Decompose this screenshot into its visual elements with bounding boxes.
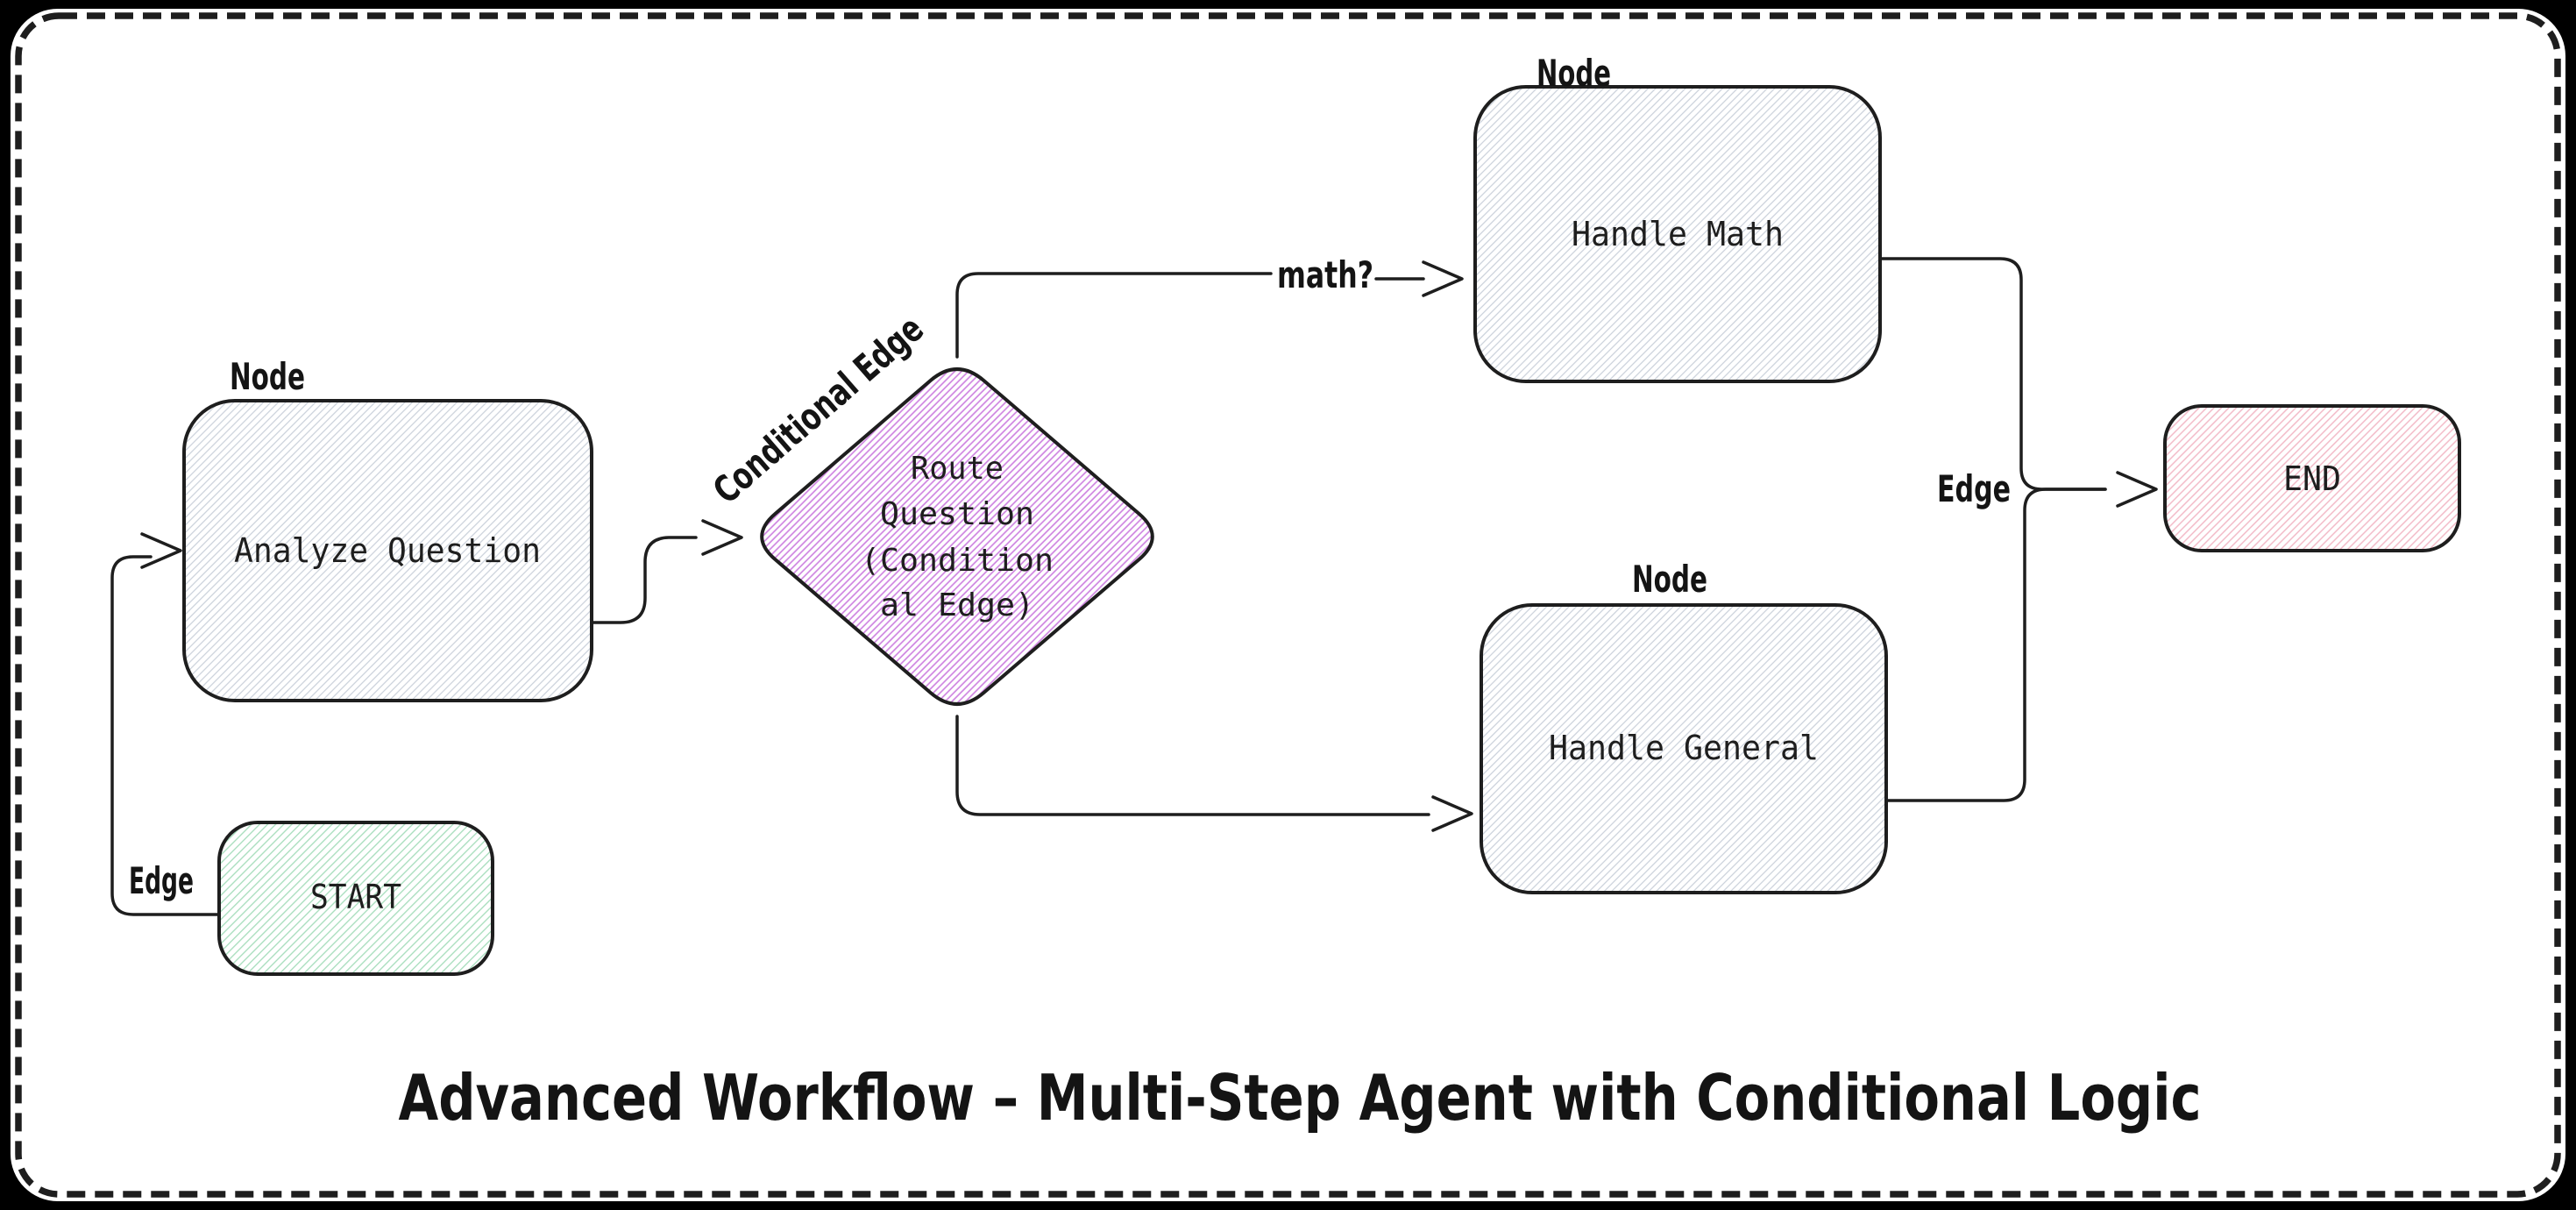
node-annotation-handle-math: Node <box>1536 52 1611 95</box>
route-label-line1: Route <box>911 451 1004 487</box>
handle-general-label: Handle General <box>1549 729 1819 767</box>
edge-handle-math-to-end <box>1878 257 2107 491</box>
edge-label-end: Edge <box>1937 467 2011 510</box>
arrowhead-into-handle-general <box>1431 795 1473 832</box>
dashed-border <box>15 12 2561 1198</box>
route-question-diamond <box>760 367 1154 706</box>
route-label-line4: al Edge) <box>880 587 1034 623</box>
arrowhead-into-end <box>2116 471 2158 508</box>
math-condition-label: math? <box>1277 253 1373 296</box>
end-node-label: END <box>2283 459 2341 498</box>
start-node <box>217 821 494 976</box>
handle-math-label: Handle Math <box>1572 215 1784 253</box>
edge-start-to-analyze <box>110 555 223 916</box>
analyze-question-node <box>182 399 593 702</box>
diagram-title: Advanced Workflow – Multi-Step Agent wit… <box>399 1061 2202 1135</box>
edge-route-to-handle-general <box>955 715 1430 816</box>
edge-analyze-to-route <box>590 536 698 624</box>
canvas-background <box>11 9 2565 1201</box>
route-label-line3: (Condition <box>861 543 1054 579</box>
edge-label-start: Edge <box>129 859 194 902</box>
handle-math-node <box>1473 85 1882 383</box>
arrowhead-into-route <box>701 519 743 556</box>
edge-handle-general-to-end <box>1884 488 2107 802</box>
analyze-question-label: Analyze Question <box>234 531 541 570</box>
edge-route-to-handle-math <box>955 272 1273 359</box>
handle-general-node <box>1480 603 1888 894</box>
route-label-line2: Question <box>880 496 1034 532</box>
node-annotation-analyze: Node <box>230 355 305 398</box>
node-annotation-handle-general: Node <box>1632 558 1707 601</box>
start-node-label: START <box>310 878 401 916</box>
arrowhead-into-analyze <box>140 532 182 569</box>
arrowhead-into-handle-math <box>1422 260 1464 297</box>
end-node <box>2163 404 2461 552</box>
